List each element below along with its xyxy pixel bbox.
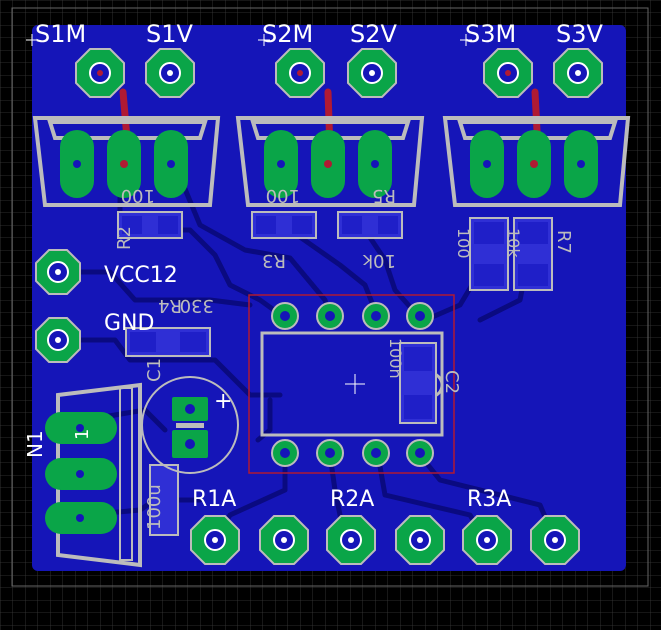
label-c2: C2 <box>441 370 462 394</box>
label-s1v: S1V <box>146 20 194 48</box>
value-100-a: 100 <box>121 185 155 206</box>
top-test-pads <box>75 48 603 98</box>
value-100-c: 100 <box>454 228 473 259</box>
label-plus: + <box>214 389 232 414</box>
connector-s2-pads <box>264 130 392 198</box>
origin-crosses <box>26 34 472 46</box>
power-pads <box>35 249 81 363</box>
label-r4: R4 <box>158 295 182 316</box>
label-r2: R2 <box>114 226 135 250</box>
value-100u: 100u <box>144 484 165 530</box>
label-n1: N1 <box>23 430 47 458</box>
label-vcc12: VCC12 <box>104 263 178 288</box>
label-c1: C1 <box>144 358 165 382</box>
connector-housings <box>32 116 631 207</box>
label-s2v: S2V <box>350 20 398 48</box>
connector-s1-pads <box>60 130 188 198</box>
label-pin1: 1 <box>72 429 93 440</box>
label-s1m: S1M <box>35 20 86 48</box>
connector-n1 <box>45 382 142 568</box>
label-s3m: S3M <box>465 20 516 48</box>
value-10k-a: 10k <box>362 250 396 271</box>
label-gnd: GND <box>104 311 154 336</box>
label-r1a: R1A <box>192 487 236 512</box>
board-outline <box>11 7 649 587</box>
silkscreen-labels: S1M S1V S2M S2V S3M S3V VCC12 GND R1A R2… <box>23 20 604 530</box>
ic-dip8 <box>248 294 455 474</box>
value-330: 330 <box>180 295 214 316</box>
smd-parts <box>117 211 553 536</box>
label-r7: R7 <box>553 230 574 254</box>
connector-s3-pads <box>470 130 598 198</box>
label-r3a: R3A <box>467 487 511 512</box>
label-r3: R3 <box>262 250 286 271</box>
capacitor-c1 <box>141 376 239 474</box>
value-100-b: 100 <box>266 185 300 206</box>
value-100n: 100n <box>386 338 405 379</box>
label-r5: R5 <box>372 185 396 206</box>
label-s2m: S2M <box>262 20 313 48</box>
label-s3v: S3V <box>556 20 604 48</box>
value-10k-b: 10k <box>504 228 523 258</box>
bottom-test-pads <box>190 515 580 565</box>
label-r2a: R2A <box>330 487 374 512</box>
